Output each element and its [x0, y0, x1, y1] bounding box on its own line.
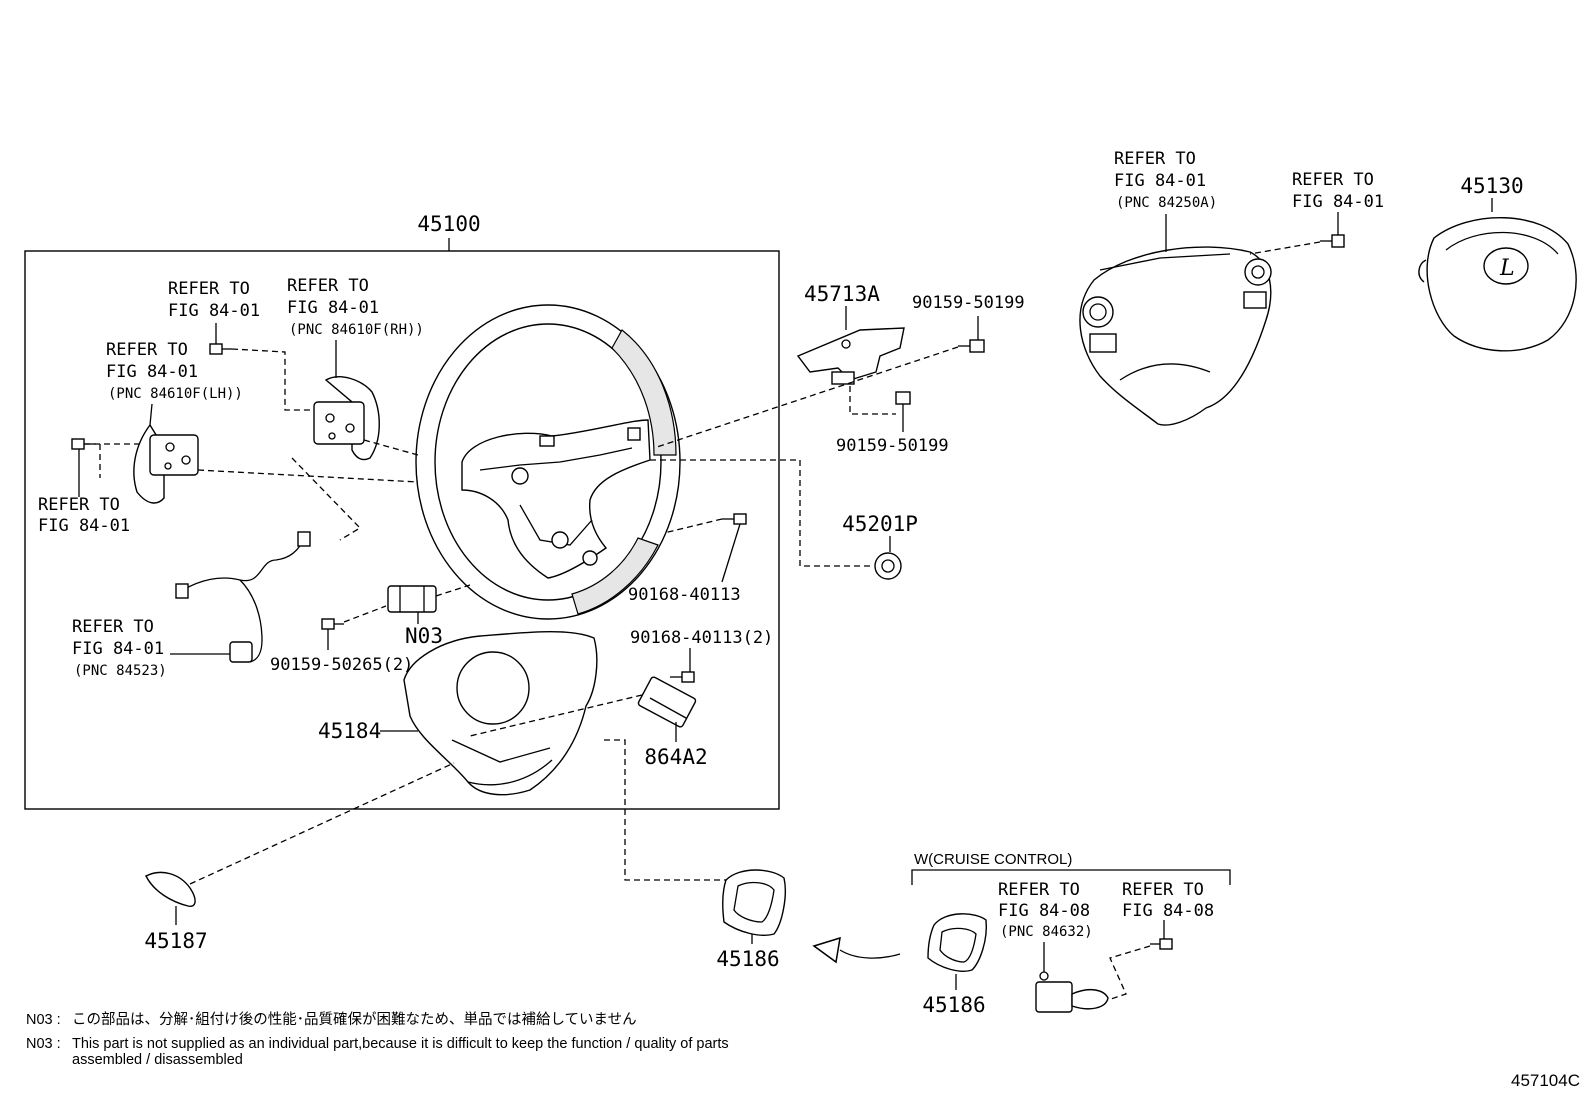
- nut-45201p[interactable]: [874, 552, 902, 580]
- refer-harness[interactable]: REFER TO FIG 84-01 (PNC 84523): [72, 617, 167, 679]
- svg-text:FIG 84-08: FIG 84-08: [998, 901, 1090, 921]
- refer-left-bolt[interactable]: REFER TO FIG 84-01: [168, 279, 260, 321]
- svg-text:REFER TO: REFER TO: [287, 276, 369, 296]
- callout-45186-left[interactable]: 45186: [716, 947, 779, 971]
- paddle-switch-lh[interactable]: [133, 423, 199, 504]
- svg-text:FIG 84-01: FIG 84-01: [72, 639, 164, 659]
- bolt-cruise[interactable]: [1150, 938, 1173, 950]
- svg-text:FIG 84-01: FIG 84-01: [1292, 192, 1384, 212]
- assembly-45100-frame: [24, 250, 780, 810]
- refer-cruise-pnc84632[interactable]: REFER TO FIG 84-08 (PNC 84632): [998, 880, 1093, 940]
- svg-text:REFER TO: REFER TO: [168, 279, 250, 299]
- bolt-90159-50265[interactable]: [321, 618, 344, 630]
- refer-lh-paddle[interactable]: REFER TO FIG 84-01 (PNC 84610F(LH)): [106, 340, 243, 402]
- svg-text:REFER TO: REFER TO: [106, 340, 188, 360]
- svg-text:(PNC 84250A): (PNC 84250A): [1116, 195, 1217, 211]
- lower-cover-45184[interactable]: [403, 631, 598, 796]
- callout-90168-40113[interactable]: 90168-40113: [628, 585, 741, 605]
- bolt-90168-40113[interactable]: [722, 513, 747, 525]
- note-ja: N03 : この部品は、分解･組付け後の性能･品質確保が困難なため、単品では補給…: [26, 1012, 637, 1028]
- wire-harness[interactable]: [175, 531, 311, 663]
- callout-90168-40113-2[interactable]: 90168-40113(2): [630, 628, 773, 648]
- callout-90159-50265-2[interactable]: 90159-50265(2): [270, 655, 413, 675]
- svg-text:FIG 84-01: FIG 84-01: [38, 516, 130, 536]
- bolt-upper-paddle[interactable]: [209, 343, 232, 355]
- svg-text:REFER TO: REFER TO: [998, 880, 1080, 900]
- callout-45201p[interactable]: 45201P: [842, 512, 918, 536]
- cruise-switch[interactable]: [1035, 971, 1109, 1013]
- svg-text:REFER TO: REFER TO: [38, 495, 120, 515]
- svg-text:(PNC 84610F(LH)): (PNC 84610F(LH)): [108, 386, 243, 402]
- bezel-45186-left[interactable]: [721, 869, 786, 936]
- svg-text:FIG 84-01: FIG 84-01: [168, 301, 260, 321]
- svg-text:FIG 84-01: FIG 84-01: [106, 362, 198, 382]
- svg-text:REFER TO: REFER TO: [72, 617, 154, 637]
- trim-45187[interactable]: [145, 871, 196, 907]
- callout-90159-50199-b[interactable]: 90159-50199: [836, 436, 949, 456]
- airbag-45130[interactable]: L: [1418, 217, 1577, 352]
- svg-text:REFER TO: REFER TO: [1292, 170, 1374, 190]
- module-864a2[interactable]: [637, 676, 697, 728]
- bezel-45186-right[interactable]: [927, 913, 988, 972]
- refer-rh-paddle[interactable]: REFER TO FIG 84-01 (PNC 84610F(RH)): [287, 276, 424, 338]
- callout-n03[interactable]: N03: [405, 624, 443, 648]
- svg-text:REFER TO: REFER TO: [1114, 149, 1196, 169]
- refer-top-fig8401[interactable]: REFER TO FIG 84-01: [1292, 170, 1384, 212]
- svg-text:(PNC 84523): (PNC 84523): [74, 663, 167, 679]
- notes-block: N03 : この部品は、分解･組付け後の性能･品質確保が困難なため、単品では補給…: [26, 1012, 786, 1068]
- refer-cruise-fig8408[interactable]: REFER TO FIG 84-08: [1122, 880, 1214, 921]
- refer-top-pnc84250a[interactable]: REFER TO FIG 84-01 (PNC 84250A): [1114, 149, 1217, 211]
- callout-45100[interactable]: 45100: [417, 212, 480, 236]
- callout-864a2[interactable]: 864A2: [644, 745, 707, 769]
- steering-pad-switch-assembly[interactable]: [1079, 246, 1272, 426]
- svg-text:(PNC 84610F(RH)): (PNC 84610F(RH)): [289, 322, 424, 338]
- paddle-switch-rh[interactable]: [313, 376, 380, 461]
- bolt-90168-40113-2[interactable]: [670, 671, 695, 683]
- steering-wheel[interactable]: [415, 304, 681, 620]
- bolt-top-right[interactable]: [1320, 234, 1345, 248]
- svg-text:FIG 84-08: FIG 84-08: [1122, 901, 1214, 921]
- bolt-90159-50199-b[interactable]: [895, 391, 911, 414]
- svg-text:FIG 84-01: FIG 84-01: [1114, 171, 1206, 191]
- bracket-45713a[interactable]: [796, 327, 905, 385]
- callout-90159-50199-a[interactable]: 90159-50199: [912, 293, 1025, 313]
- callout-45184[interactable]: 45184: [318, 719, 381, 743]
- callout-45130[interactable]: 45130: [1460, 174, 1523, 198]
- callout-45187[interactable]: 45187: [144, 929, 207, 953]
- svg-text:FIG 84-01: FIG 84-01: [287, 298, 379, 318]
- callout-45713a[interactable]: 45713A: [804, 282, 880, 306]
- bolt-90159-50199-a[interactable]: [958, 339, 985, 353]
- svg-text:(PNC 84632): (PNC 84632): [1000, 924, 1093, 940]
- callout-45186-right[interactable]: 45186: [922, 993, 985, 1017]
- note-en: N03 : This part is not supplied as an in…: [26, 1036, 729, 1068]
- refer-left-lower[interactable]: REFER TO FIG 84-01: [38, 495, 130, 536]
- connector-n03[interactable]: [387, 585, 437, 613]
- figure-id: 457104C: [1510, 1071, 1580, 1090]
- lexus-logo-icon: L: [1499, 256, 1515, 281]
- svg-text:REFER TO: REFER TO: [1122, 880, 1204, 900]
- arrow-replace-icon: [812, 936, 901, 964]
- cruise-control-header: W(CRUISE CONTROL): [914, 851, 1072, 868]
